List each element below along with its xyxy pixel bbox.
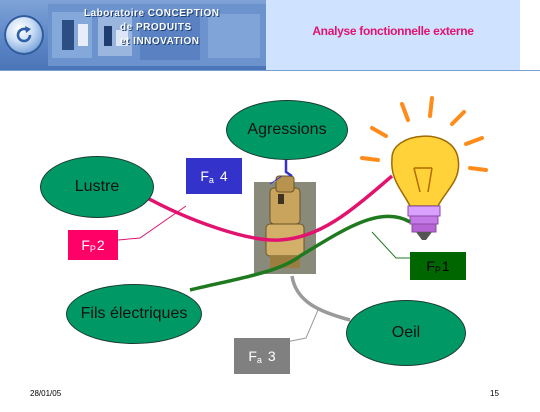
fp2-number: 2 — [96, 237, 105, 253]
lab-name-line3: et INNOVATION — [120, 36, 200, 47]
connector-fp2-label — [117, 205, 187, 241]
fa3-letter: F — [248, 348, 257, 364]
node-lustre-label: Lustre — [74, 178, 120, 195]
fp1-subscript: P — [434, 265, 441, 275]
header-collage — [48, 4, 266, 66]
header-title-panel — [266, 0, 520, 70]
fp1-number: 1 — [441, 258, 450, 274]
logo-disc — [4, 15, 44, 55]
fa3-number: 3 — [267, 348, 276, 364]
light-bulb-image — [360, 96, 488, 240]
connector-fa3-label — [285, 309, 319, 343]
node-agressions: Agressions — [226, 100, 348, 160]
node-oeil-label: Oeil — [391, 324, 421, 341]
fa4-letter: F — [200, 168, 209, 184]
lab-name-line1: Laboratoire CONCEPTION — [84, 8, 220, 19]
diagram-graphics — [117, 96, 488, 343]
fp1-letter: F — [426, 258, 435, 274]
refresh-arrow-icon — [16, 26, 32, 43]
header-banner: Laboratoire CONCEPTION de PRODUITS et IN… — [0, 0, 266, 70]
footer-date: 28/01/05 — [30, 389, 62, 398]
header-divider — [0, 70, 540, 71]
page-title: Analyse fonctionnelle externe — [312, 24, 474, 38]
fp2-letter: F — [81, 237, 90, 253]
lab-name-line2: de PRODUITS — [120, 22, 192, 33]
function-diagram: Agressions Lustre Fils électriques Oeil … — [0, 72, 540, 412]
fa4-subscript: a — [208, 175, 214, 185]
connector-fa4-label — [269, 175, 283, 185]
fa4-number: 4 — [219, 168, 228, 184]
node-fils-electriques: Fils électriques — [66, 284, 202, 344]
node-agressions-label: Agressions — [247, 121, 327, 138]
connector-lustre-bulb — [139, 174, 394, 242]
node-lustre: Lustre — [40, 156, 154, 218]
connector-socket-oeil — [290, 275, 351, 322]
node-oeil: Oeil — [346, 300, 466, 366]
footer-page-number: 15 — [490, 389, 499, 398]
connector-fp1-label — [371, 231, 410, 259]
node-fils-electriques-label: Fils électriques — [80, 305, 188, 322]
connector-fils-bulb — [189, 214, 411, 292]
lamp-socket-image — [254, 175, 316, 274]
fa3-subscript: a — [256, 355, 262, 365]
fp2-subscript: P — [89, 244, 96, 254]
